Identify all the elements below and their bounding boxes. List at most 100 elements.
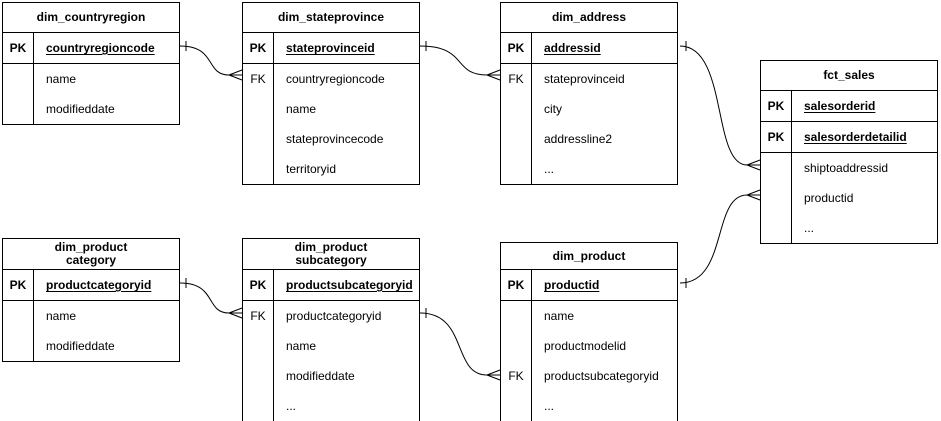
field-name: salesorderdetailid — [804, 130, 907, 144]
empty-gutter — [761, 153, 792, 183]
field-name: stateprovinceid — [286, 41, 375, 55]
entity-title: dim_stateprovince — [243, 3, 419, 33]
edge-dim_address-fct_sales[interactable] — [679, 45, 748, 166]
field-row: FK stateprovinceid — [501, 64, 677, 94]
field-name: modifieddate — [46, 102, 115, 116]
empty-gutter — [243, 94, 274, 124]
edge-dim_product-fct_sales[interactable] — [679, 194, 748, 284]
field-name: territoryid — [286, 162, 337, 176]
crow-foot-many-marker — [746, 189, 761, 201]
field-row: ... — [243, 391, 419, 421]
edge-dim_countryregion-dim_stateprovince[interactable] — [179, 45, 230, 76]
pk-tag: PK — [243, 270, 274, 300]
empty-gutter — [3, 64, 34, 94]
field-row: name — [243, 94, 419, 124]
field-name: productsubcategoryid — [544, 369, 659, 383]
crow-foot-many-marker — [486, 69, 501, 81]
field-name: name — [46, 72, 77, 86]
field-row: name — [501, 301, 677, 331]
pk-tag: PK — [761, 91, 792, 121]
pk-tag: PK — [501, 33, 532, 63]
field-name: stateprovinceid — [544, 72, 625, 86]
empty-gutter — [501, 331, 532, 361]
entity-title-line: dim_address — [551, 10, 627, 24]
empty-gutter — [243, 361, 274, 391]
field-name: productid — [544, 278, 600, 292]
field-name: productmodelid — [544, 339, 627, 353]
field-name: name — [286, 102, 317, 116]
entity-title: fct_sales — [761, 61, 937, 91]
empty-gutter — [761, 183, 792, 213]
entity-title-line: fct_sales — [823, 68, 875, 82]
empty-gutter — [501, 94, 532, 124]
empty-gutter — [243, 391, 274, 421]
crow-foot-many-marker — [746, 159, 761, 171]
entity-title-line: category — [65, 253, 117, 267]
pk-tag: PK — [243, 33, 274, 63]
crow-foot-many-marker — [228, 307, 243, 319]
field-row: city — [501, 94, 677, 124]
field-row: modifieddate — [243, 361, 419, 391]
edge-dim_stateprovince-dim_address[interactable] — [419, 45, 488, 76]
entity-title: dim_product — [501, 243, 677, 270]
empty-gutter — [501, 301, 532, 331]
field-name: addressline2 — [544, 132, 613, 146]
entity-title-line: dim_stateprovince — [277, 10, 385, 24]
field-row: PK productid — [501, 270, 677, 301]
entity-title: dim_address — [501, 3, 677, 33]
field-row: modifieddate — [3, 331, 179, 361]
pk-tag: PK — [3, 270, 34, 300]
empty-gutter — [761, 213, 792, 243]
pk-tag: PK — [761, 122, 792, 152]
field-row: FK productsubcategoryid — [501, 361, 677, 391]
pk-tag: PK — [3, 33, 34, 63]
fk-tag: FK — [501, 361, 532, 391]
empty-gutter — [243, 331, 274, 361]
field-name: productcategoryid — [286, 309, 382, 323]
field-row: shiptoaddressid — [761, 153, 937, 183]
empty-gutter — [501, 124, 532, 154]
empty-gutter — [3, 94, 34, 124]
edge-dim_productsubcategory-dim_product[interactable] — [419, 312, 488, 376]
field-name: ... — [544, 399, 555, 413]
field-name: name — [544, 309, 575, 323]
field-row: productid — [761, 183, 937, 213]
empty-gutter — [501, 154, 532, 184]
field-name: name — [46, 309, 77, 323]
crow-foot-many-marker — [228, 69, 243, 81]
field-row: name — [3, 64, 179, 94]
field-row: PK stateprovinceid — [243, 33, 419, 64]
edge-dim_productcategory-dim_productsubcategory[interactable] — [179, 282, 230, 314]
field-name: modifieddate — [46, 339, 115, 353]
field-row: ... — [501, 391, 677, 421]
entity-title-line: dim_product — [54, 240, 128, 254]
field-row: PK addressid — [501, 33, 677, 64]
field-name: countryregioncode — [46, 41, 155, 55]
field-name: addressid — [544, 41, 601, 55]
empty-gutter — [243, 124, 274, 154]
field-row: name — [243, 331, 419, 361]
entity-title-line: dim_product — [294, 240, 368, 254]
field-row: PK countryregioncode — [3, 33, 179, 64]
field-row: addressline2 — [501, 124, 677, 154]
empty-gutter — [3, 331, 34, 361]
field-name: city — [544, 102, 562, 116]
pk-tag: PK — [501, 270, 532, 300]
fk-tag: FK — [501, 64, 532, 94]
crow-foot-many-marker — [486, 369, 501, 381]
